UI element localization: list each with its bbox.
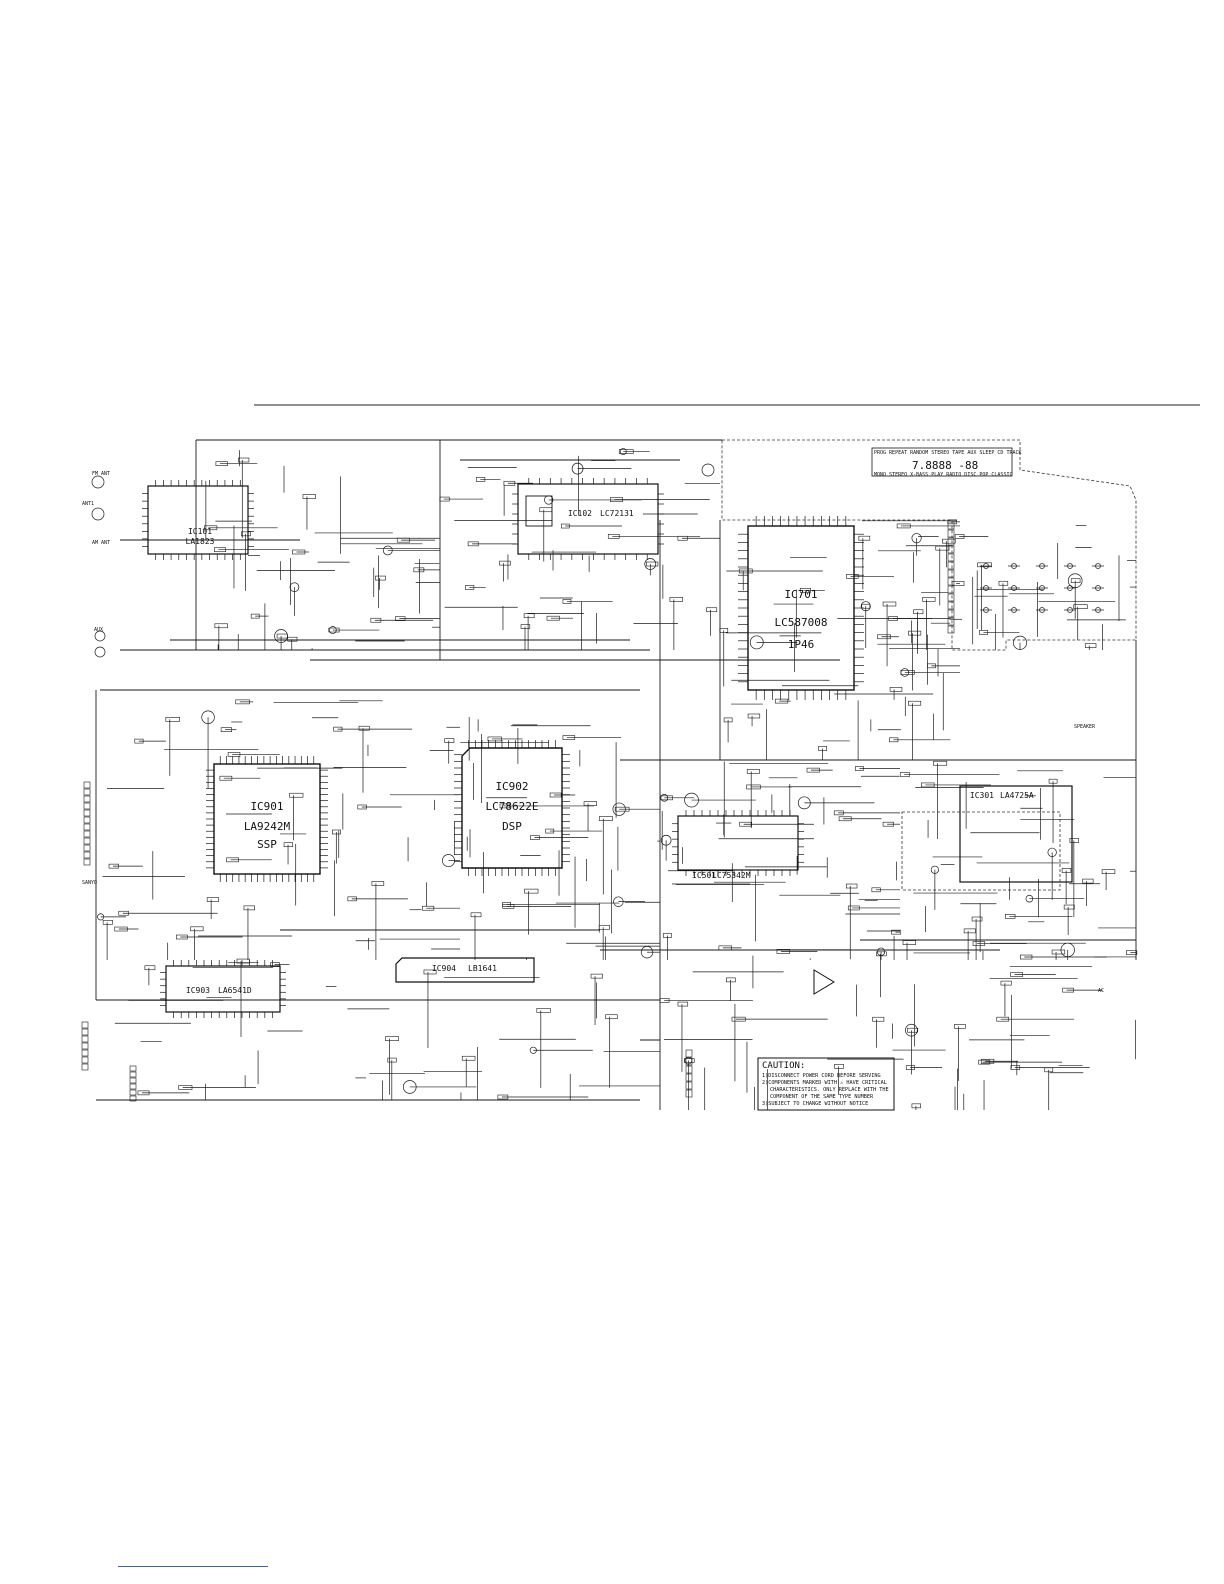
- amp-region: [901, 811, 1061, 891]
- display-top-row: PROG REPEAT RANDOM STEREO TAPE AUX SLEEP…: [874, 450, 1022, 456]
- aux-label: AUX: [94, 627, 103, 633]
- ic101-ref: IC101: [188, 527, 212, 536]
- am-ant-label: AM ANT: [92, 540, 110, 546]
- ac-input-label: AC: [1098, 988, 1104, 994]
- caution-line-5: 3)SUBJECT TO CHANGE WITHOUT NOTICE: [762, 1101, 868, 1107]
- caution-line-2: 2)COMPONENTS MARKED WITH ⚠ HAVE CRITICAL: [762, 1080, 887, 1086]
- caution-line-3: CHARACTERISTICS. ONLY REPLACE WITH THE: [770, 1087, 889, 1093]
- ic902-block: IC902 LC78622E DSP: [461, 747, 563, 869]
- ic904-block: IC904 LB1641: [395, 957, 535, 983]
- display-bottom-row: MONO STEREO X-BASS PLAY RADIO DISC POP C…: [874, 472, 1012, 478]
- wiring: [81, 439, 1138, 1110]
- ic701-ref: IC701: [784, 588, 817, 601]
- ic501-part: LC75342M: [712, 871, 751, 880]
- ic901-sub: SSP: [257, 838, 277, 851]
- sanyo-pickup-label: SANYO: [82, 880, 97, 886]
- footer-rule: [118, 1566, 268, 1567]
- caution-title: CAUTION:: [762, 1061, 805, 1071]
- ic501-ref: IC501: [692, 871, 716, 880]
- ic902-ref: IC902: [495, 780, 528, 793]
- ic901-block: IC901 LA9242M SSP: [213, 763, 321, 875]
- pll-sub-block: [525, 495, 553, 527]
- ic301-part: LA4725A: [1000, 791, 1034, 800]
- ic301-block: IC301 LA4725A: [959, 785, 1073, 883]
- ic902-sub: DSP: [502, 820, 522, 833]
- ic101-part: LA1823: [186, 537, 215, 546]
- ic903-part: LA6541D: [218, 986, 252, 995]
- ic701-block: IC701 LC587008 1P46: [747, 525, 855, 691]
- ic701-part: LC587008: [775, 616, 828, 629]
- ic301-ref: IC301: [970, 791, 994, 800]
- regulator-triangle: [813, 969, 835, 995]
- caution-box: CAUTION: 1)DISCONNECT POWER CORD BEFORE …: [757, 1057, 895, 1111]
- caution-line-1: 1)DISCONNECT POWER CORD BEFORE SERVING: [762, 1073, 881, 1079]
- ic902-part: LC78622E: [486, 800, 539, 813]
- ic102-part: LC72131: [600, 509, 634, 518]
- ant1-label: ANT1: [82, 501, 94, 507]
- speaker-label: SPEAKER: [1074, 724, 1096, 730]
- ic904-ref: IC904: [432, 964, 456, 973]
- ic903-ref: IC903: [186, 986, 210, 995]
- ic101-block: IC101 LA1823: [147, 485, 249, 555]
- display-digits: 7.8888 -88: [912, 459, 978, 472]
- ic904-part: LB1641: [468, 964, 497, 973]
- ic903-block: IC903 LA6541D: [165, 965, 281, 1013]
- ic102-block: IC102 LC72131: [517, 483, 659, 555]
- ic901-part: LA9242M: [244, 820, 291, 833]
- ic102-ref: IC102: [568, 509, 592, 518]
- ic701-sub: 1P46: [788, 638, 815, 651]
- ic501-block: IC501 LC75342M: [677, 815, 799, 880]
- display-panel: PROG REPEAT RANDOM STEREO TAPE AUX SLEEP…: [721, 439, 1137, 651]
- caution-line-4: COMPONENT OF THE SAME TYPE NUMBER: [770, 1094, 874, 1100]
- fm-ant-label: FM ANT: [92, 471, 110, 477]
- ic901-ref: IC901: [250, 800, 283, 813]
